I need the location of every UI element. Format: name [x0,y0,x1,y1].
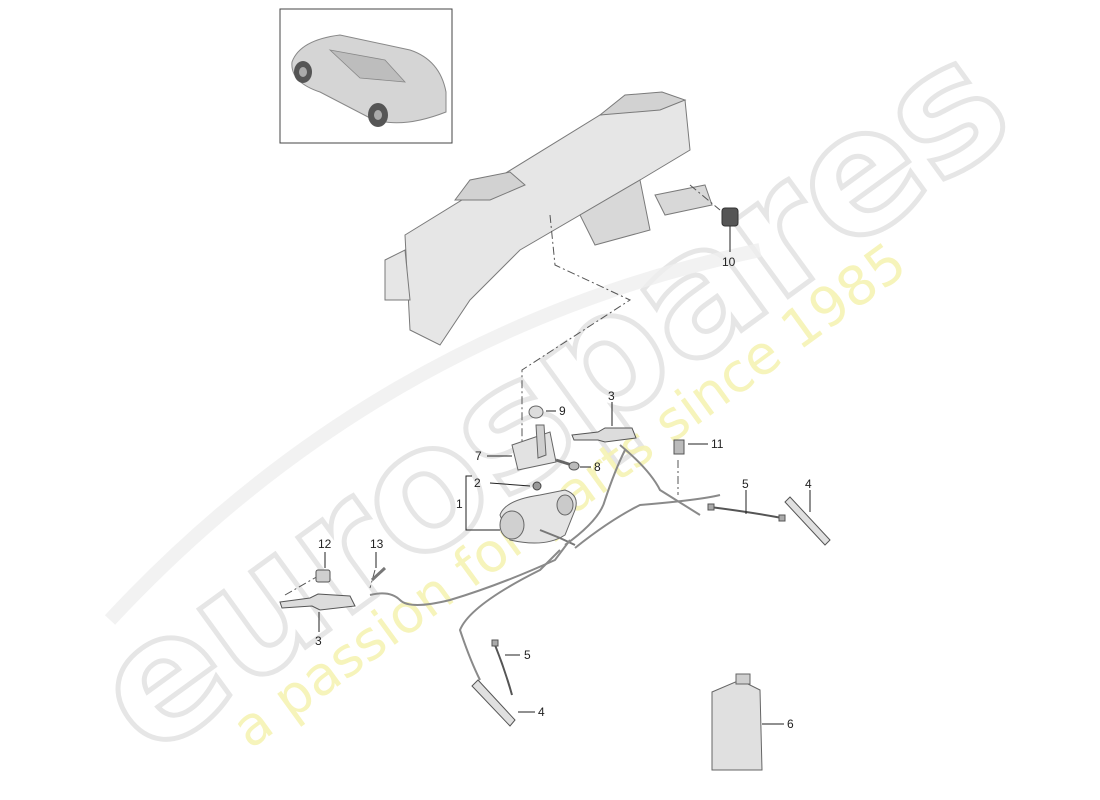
callout-12: 12 [318,537,332,551]
mount-left [384,249,411,301]
callout-2: 2 [474,476,481,490]
assembly-lines [284,184,721,596]
part-10-clip [721,207,739,252]
part-13-bolt [370,552,387,582]
callout-1: 1 [456,497,463,511]
part-1-hydraulic-pump [465,475,577,546]
callout-5-lower: 5 [524,648,531,662]
callout-labels: 1 2 3 3 4 4 5 5 6 7 8 9 10 11 12 13 [315,255,812,731]
callout-4-lower: 4 [538,705,545,719]
watermark-brand: eurospares [58,1,1044,793]
callout-3-lower: 3 [315,634,322,648]
callout-9: 9 [559,404,566,418]
part-2-bolt [489,481,542,491]
part-9-nut [528,405,556,419]
part-4-cylinder-upper [784,490,831,546]
part-6-oil-container [711,673,784,771]
callout-7: 7 [475,449,482,463]
part-3-cylinder-lower [279,593,356,632]
part-7-bracket [487,424,557,471]
callout-8: 8 [594,460,601,474]
callout-3-upper: 3 [608,389,615,403]
callout-6: 6 [787,717,794,731]
callout-5-upper: 5 [742,477,749,491]
callout-11: 11 [711,437,724,451]
part-11-sensor [673,439,708,455]
part-3-cylinder-upper [571,402,637,443]
part-12-connector [315,552,331,583]
callout-4-upper: 4 [805,477,812,491]
part-4-cylinder-lower [471,679,535,727]
cross-member-assembly [384,91,713,346]
watermark: eurospares a passion for parts since 198… [55,0,1046,796]
car-convertible-icon [291,34,447,127]
part-5-line-lower [491,639,520,696]
mount-right [579,179,651,246]
hydraulic-lines [369,444,721,681]
callout-10: 10 [722,255,736,269]
part-8-bolt [555,458,591,471]
part-5-line-upper [707,490,786,522]
watermark-swoosh [104,243,762,625]
callout-13: 13 [370,537,384,551]
vehicle-thumbnail [279,8,453,144]
